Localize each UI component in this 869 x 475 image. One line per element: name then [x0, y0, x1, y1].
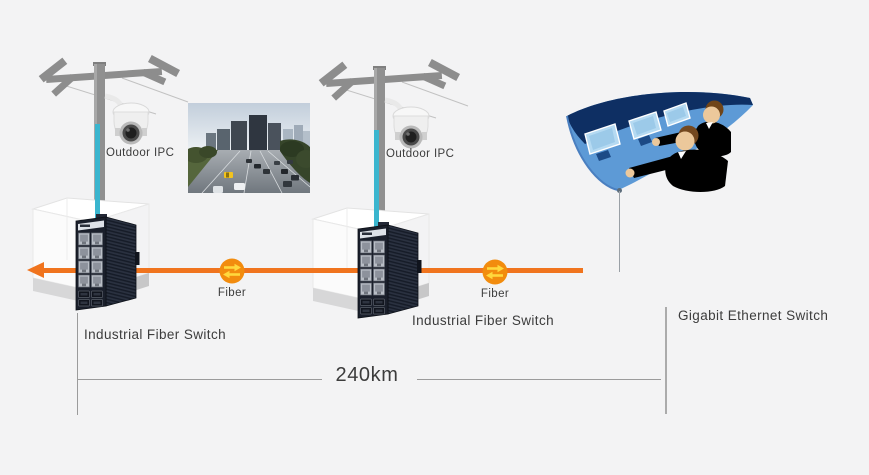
console-connector-dot — [616, 187, 622, 193]
camera-cable-1 — [95, 124, 100, 222]
industrial-switch-icon-2 — [357, 222, 422, 319]
fiber-label-1: Fiber — [217, 287, 247, 299]
measure-line-right — [665, 307, 667, 414]
buildings — [206, 115, 310, 151]
traffic-photo — [188, 103, 310, 193]
outdoor-ipc-label-2: Outdoor IPC — [386, 148, 455, 160]
console-drop-line — [618, 191, 620, 272]
industrial-switch-label-1: Industrial Fiber Switch — [84, 327, 226, 342]
measure-line-left — [77, 313, 78, 415]
dome-camera-icon — [392, 106, 430, 149]
gigabit-switch-label: Gigabit Ethernet Switch — [678, 308, 829, 323]
crossarm — [318, 58, 461, 101]
monitors — [584, 102, 691, 161]
measure-line-h1 — [77, 379, 322, 380]
fiber-label-2: Fiber — [480, 288, 510, 300]
operator-front — [625, 125, 728, 192]
fiber-coupler-icon-1 — [219, 258, 245, 284]
outdoor-ipc-label-1: Outdoor IPC — [106, 147, 175, 159]
cars — [213, 159, 299, 193]
utility-pole-camera-1 — [38, 54, 189, 232]
fiber-coupler-icon-2 — [482, 259, 508, 285]
crossarm — [38, 54, 181, 97]
fiber-trunk-line — [42, 268, 583, 273]
control-room-icon — [566, 92, 753, 192]
distance-label: 240km — [335, 364, 399, 386]
industrial-switch-label-2: Industrial Fiber Switch — [412, 313, 554, 328]
trees — [188, 139, 310, 183]
dome-camera-icon — [112, 102, 150, 145]
left-arrowhead-icon — [27, 262, 44, 278]
utility-pole-camera-2 — [318, 58, 469, 236]
industrial-switch-icon-1 — [75, 214, 140, 311]
lane-lines — [201, 150, 310, 193]
measure-line-h2 — [417, 379, 661, 380]
camera-cable-2 — [374, 130, 379, 230]
